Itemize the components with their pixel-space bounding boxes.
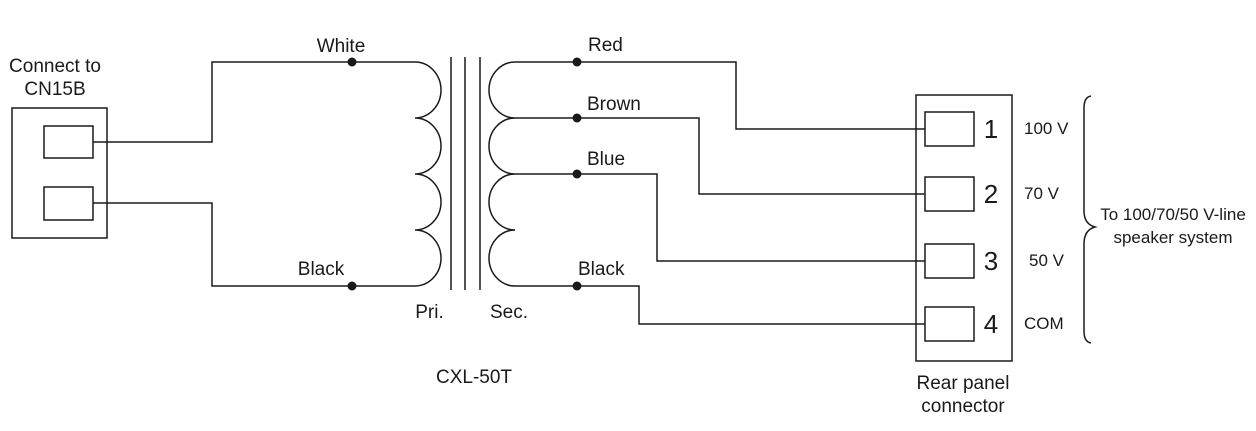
junction-dot-red <box>572 57 582 67</box>
speaker-system-brace <box>1083 95 1098 344</box>
terminal-4-box <box>924 306 975 342</box>
wire-black-primary <box>93 202 415 287</box>
terminal-2-box <box>924 176 975 212</box>
transformer-model-label: CXL-50T <box>435 367 513 388</box>
terminal-1-number: 1 <box>983 114 999 144</box>
cn15b-caption: Connect to CN15B <box>0 55 110 101</box>
wire-label-black-secondary: Black <box>578 259 625 280</box>
junction-dot-brown <box>572 113 582 123</box>
rear-panel-outline <box>915 94 1013 362</box>
wire-white <box>93 61 415 143</box>
terminal-2-number: 2 <box>983 179 999 209</box>
junction-dots <box>347 57 582 291</box>
wire-label-red: Red <box>588 35 623 56</box>
transformer-secondary-coil <box>488 61 516 287</box>
wire-label-white: White <box>316 36 366 57</box>
terminal-3-box <box>924 243 975 279</box>
junction-dot-white <box>347 57 357 67</box>
transformer-primary-coil <box>414 61 442 287</box>
transformer-core <box>450 57 481 290</box>
transformer-primary-label: Pri. <box>415 302 444 323</box>
rear-panel-caption-line1: Rear panel <box>916 373 1010 394</box>
rear-panel-caption-line2: connector <box>921 396 1005 417</box>
wire-black-secondary <box>515 285 925 325</box>
speaker-system-annotation-line1: To 100/70/50 V-line <box>1100 205 1246 224</box>
cn15b-caption-line2: CN15B <box>24 79 86 100</box>
cn15b-pin-bottom <box>43 186 94 221</box>
wire-label-blue: Blue <box>587 149 626 170</box>
cn15b-pin-top <box>43 125 94 159</box>
junction-dot-black-secondary <box>572 281 582 291</box>
cn15b-caption-line1: Connect to <box>9 56 101 77</box>
junction-dot-blue <box>572 169 582 179</box>
rear-panel-caption: Rear panel connector <box>905 372 1021 418</box>
wire-blue <box>515 173 925 262</box>
terminal-4-number: 4 <box>983 309 999 339</box>
junction-dot-black-primary <box>347 281 357 291</box>
terminal-2-voltage-label: 70 V <box>1024 184 1059 203</box>
terminal-3-number: 3 <box>983 246 999 276</box>
terminal-4-voltage-label: COM <box>1024 314 1064 333</box>
cn15b-connector-outline <box>11 107 108 239</box>
speaker-system-annotation: To 100/70/50 V-line speaker system <box>1097 203 1249 249</box>
transformer-secondary-label: Sec. <box>489 302 529 323</box>
wire-brown <box>515 117 925 195</box>
speaker-system-annotation-line2: speaker system <box>1113 228 1233 247</box>
terminal-3-voltage-label: 50 V <box>1029 251 1064 270</box>
terminal-1-box <box>924 111 975 147</box>
wire-label-brown: Brown <box>587 94 641 115</box>
terminal-1-voltage-label: 100 V <box>1024 119 1069 138</box>
wire-red <box>515 61 925 130</box>
wire-label-black-primary: Black <box>297 259 345 280</box>
